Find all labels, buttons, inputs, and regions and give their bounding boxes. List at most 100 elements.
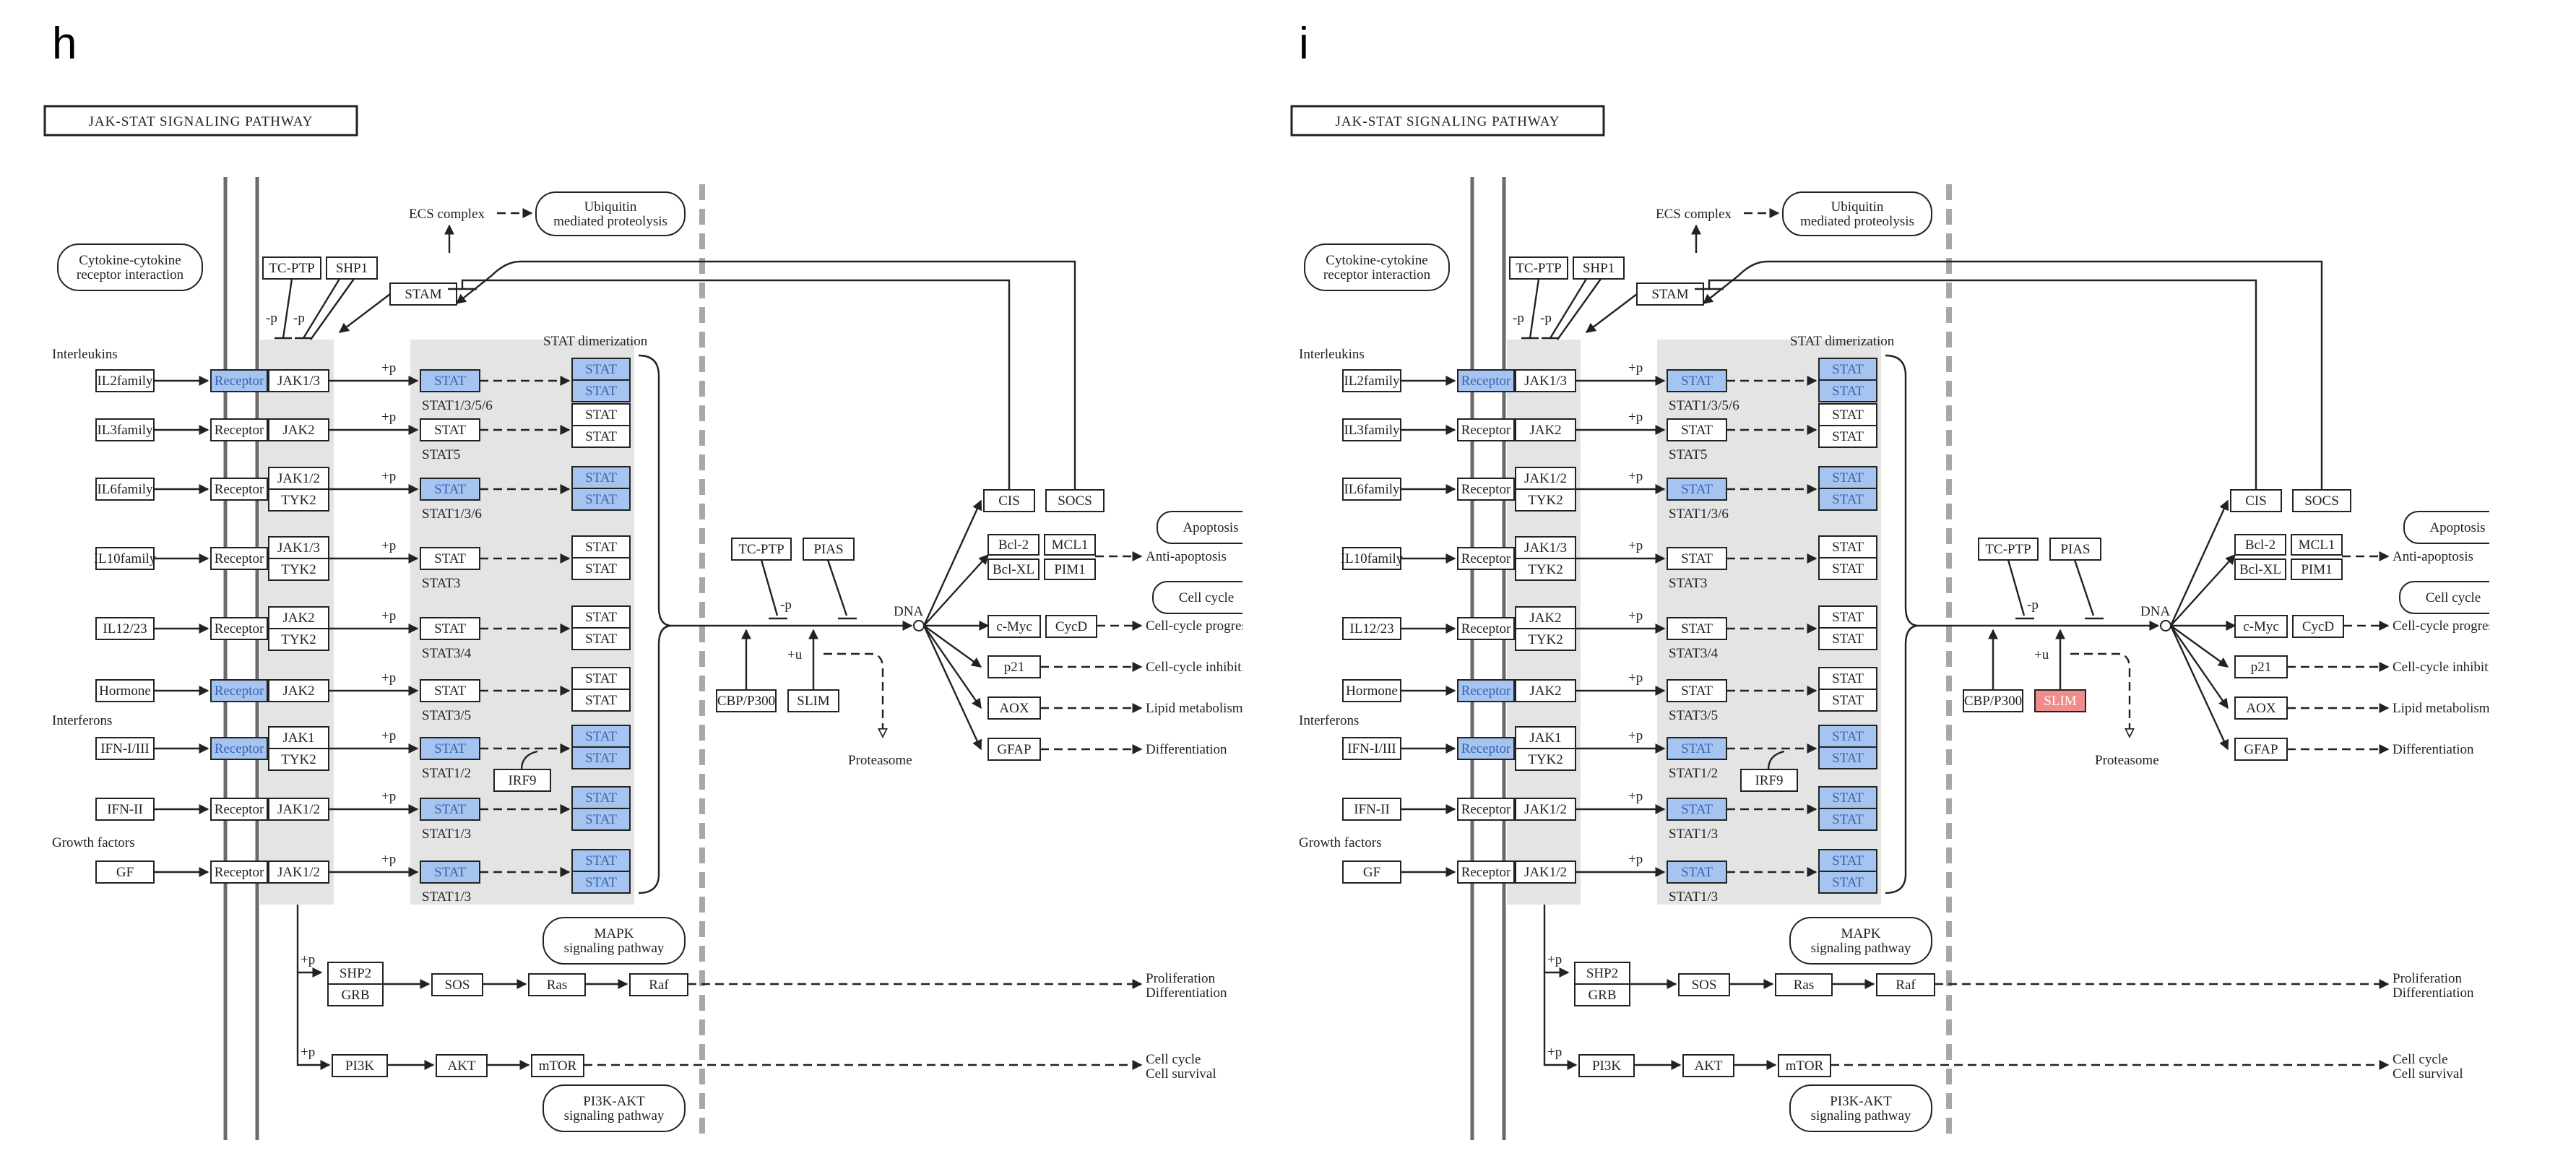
oval-cell-cycle-label: Cell cycle	[1179, 590, 1235, 605]
ligand-box: IFN-I/III	[95, 737, 155, 760]
tcptp-nuclear-box-label: TC-PTP	[1985, 542, 2031, 557]
ligand-box: IL12/23	[1342, 617, 1401, 640]
stat-box-label: STAT	[434, 374, 466, 389]
stat-dimer-top: STAT	[1818, 535, 1877, 558]
jak-box: JAK1/2	[268, 860, 329, 884]
ligand-box-label: IL12/23	[1349, 621, 1393, 637]
stat-dimer-bottom-label: STAT	[585, 492, 617, 507]
shp2-box-label: SHP2	[340, 966, 371, 981]
akt-box-label: AKT	[447, 1058, 475, 1074]
stat-subtype: STAT3/5	[1669, 708, 1718, 723]
stat-dimer-top-label: STAT	[1832, 610, 1864, 625]
stat-box: STAT	[420, 547, 480, 570]
stat-box: STAT	[420, 369, 480, 392]
cbp-box-label: CBP/P300	[1964, 694, 2022, 709]
minus-p-label: -p	[780, 598, 792, 613]
cbp-box-label: CBP/P300	[717, 694, 775, 709]
stat-dimer-bottom: STAT	[1818, 488, 1877, 511]
pathway-title-text: JAK-STAT SIGNALING PATHWAY	[1336, 114, 1560, 129]
jak-box: JAK2	[1515, 679, 1576, 702]
socs-box: SOCS	[1045, 489, 1105, 512]
jak-box: JAK1/3	[1515, 536, 1576, 559]
outcome-proliferation: Proliferation	[2393, 971, 2463, 986]
mcl1-box: MCL1	[2291, 534, 2343, 556]
raf-box-label: Raf	[1896, 978, 1916, 993]
stat-box: STAT	[1667, 798, 1727, 821]
plus-p-label: +p	[1628, 361, 1643, 376]
receptor-box-label: Receptor	[1461, 423, 1511, 438]
slim-to-proteasome	[824, 652, 883, 737]
stat-box: STAT	[420, 798, 480, 821]
stat-subtype: STAT1/3/6	[422, 506, 482, 522]
stat-dimer-top: STAT	[571, 358, 631, 381]
stat-dimer-top-label: STAT	[585, 407, 617, 423]
jak-box-label: JAK1/3	[277, 540, 320, 556]
stat-dimer-top: STAT	[1818, 466, 1877, 489]
stat-box: STAT	[1667, 737, 1727, 760]
dna-fanout-arrow	[2170, 553, 2236, 626]
ligand-box: IL2family	[95, 369, 155, 392]
outcome-anti-apoptosis: Anti-apoptosis	[2393, 549, 2473, 564]
dna-fanout-arrow	[2170, 625, 2229, 668]
cis-feedback-line	[1695, 279, 2257, 490]
receptor-box: Receptor	[210, 679, 268, 702]
stam-box: STAM	[389, 282, 457, 306]
stat-dimer-top-label: STAT	[1832, 729, 1864, 744]
outcome-anti-apoptosis: Anti-apoptosis	[1146, 549, 1227, 564]
jak-box: JAK1/2	[1515, 860, 1576, 884]
slim-box-label: SLIM	[2044, 694, 2077, 709]
dna-label: DNA	[2140, 604, 2170, 619]
oval-cell-cycle: Cell cycle	[1152, 581, 1242, 614]
mcl1-box: MCL1	[1044, 534, 1096, 556]
plus-p-label: +p	[1628, 789, 1643, 804]
stat-box-label: STAT	[434, 865, 466, 880]
outcome-cc-progression: Cell-cycle progression	[1146, 618, 1242, 634]
outcome-lipid: Lipid metabolism	[2393, 701, 2489, 716]
stat-subtype: STAT3/5	[422, 708, 471, 723]
stat-dimer-bottom-label: STAT	[585, 429, 617, 444]
stat-dimer-top: STAT	[1818, 403, 1877, 426]
stat-dimer-top: STAT	[571, 403, 631, 426]
gfap-box: GFAP	[987, 738, 1041, 761]
grb-box: GRB	[1574, 983, 1630, 1006]
pias-box-label: PIAS	[2060, 542, 2090, 557]
stat-dimer-top: STAT	[1818, 786, 1877, 809]
stat-dimer-bottom: STAT	[1818, 425, 1877, 448]
oval-pi3k-akt-label: signaling pathway	[1811, 1108, 1911, 1123]
stat-box: STAT	[420, 418, 480, 441]
oval-mapk-label: MAPK	[1841, 926, 1881, 941]
aox-box: AOX	[987, 696, 1041, 720]
outcome-cell-cycle-2: Cell cycle	[1146, 1052, 1201, 1067]
jak-box: JAK1/2	[268, 467, 329, 490]
jak-box: JAK1	[1515, 726, 1576, 749]
stat-dimer-bottom-label: STAT	[1832, 751, 1864, 766]
ligand-box: Hormone	[95, 679, 155, 702]
p21-box: p21	[987, 655, 1041, 678]
pim1-box: PIM1	[1044, 558, 1096, 580]
receptor-box: Receptor	[1457, 478, 1515, 501]
ligand-box: GF	[95, 860, 155, 884]
stat-subtype: STAT1/3	[1669, 889, 1718, 905]
shp1-link	[1557, 278, 1602, 340]
ligand-box-label: IFN-I/III	[100, 741, 150, 756]
jak-box-label: TYK2	[1528, 562, 1563, 577]
oval-cell-cycle: Cell cycle	[2399, 581, 2489, 614]
stat-dimer-bottom: STAT	[1818, 557, 1877, 580]
sos-box-label: SOS	[445, 978, 470, 993]
stat-box-label: STAT	[434, 802, 466, 817]
oval-cytokine-receptor-label: receptor interaction	[1323, 267, 1431, 282]
stat-dimer-bottom: STAT	[571, 689, 631, 712]
pias-inhibit	[2073, 559, 2104, 620]
stat-box-label: STAT	[434, 683, 466, 699]
jak-box-label: JAK2	[1529, 423, 1561, 438]
stat-dimer-bottom-label: STAT	[1832, 631, 1864, 647]
plus-p-label: +p	[381, 789, 396, 804]
stat-box: STAT	[1667, 369, 1727, 392]
stat-box-label: STAT	[434, 551, 466, 566]
jak-box: JAK2	[268, 418, 329, 441]
bcl2-box-label: Bcl-2	[998, 538, 1029, 553]
ligand-box-label: IL6family	[97, 482, 153, 497]
